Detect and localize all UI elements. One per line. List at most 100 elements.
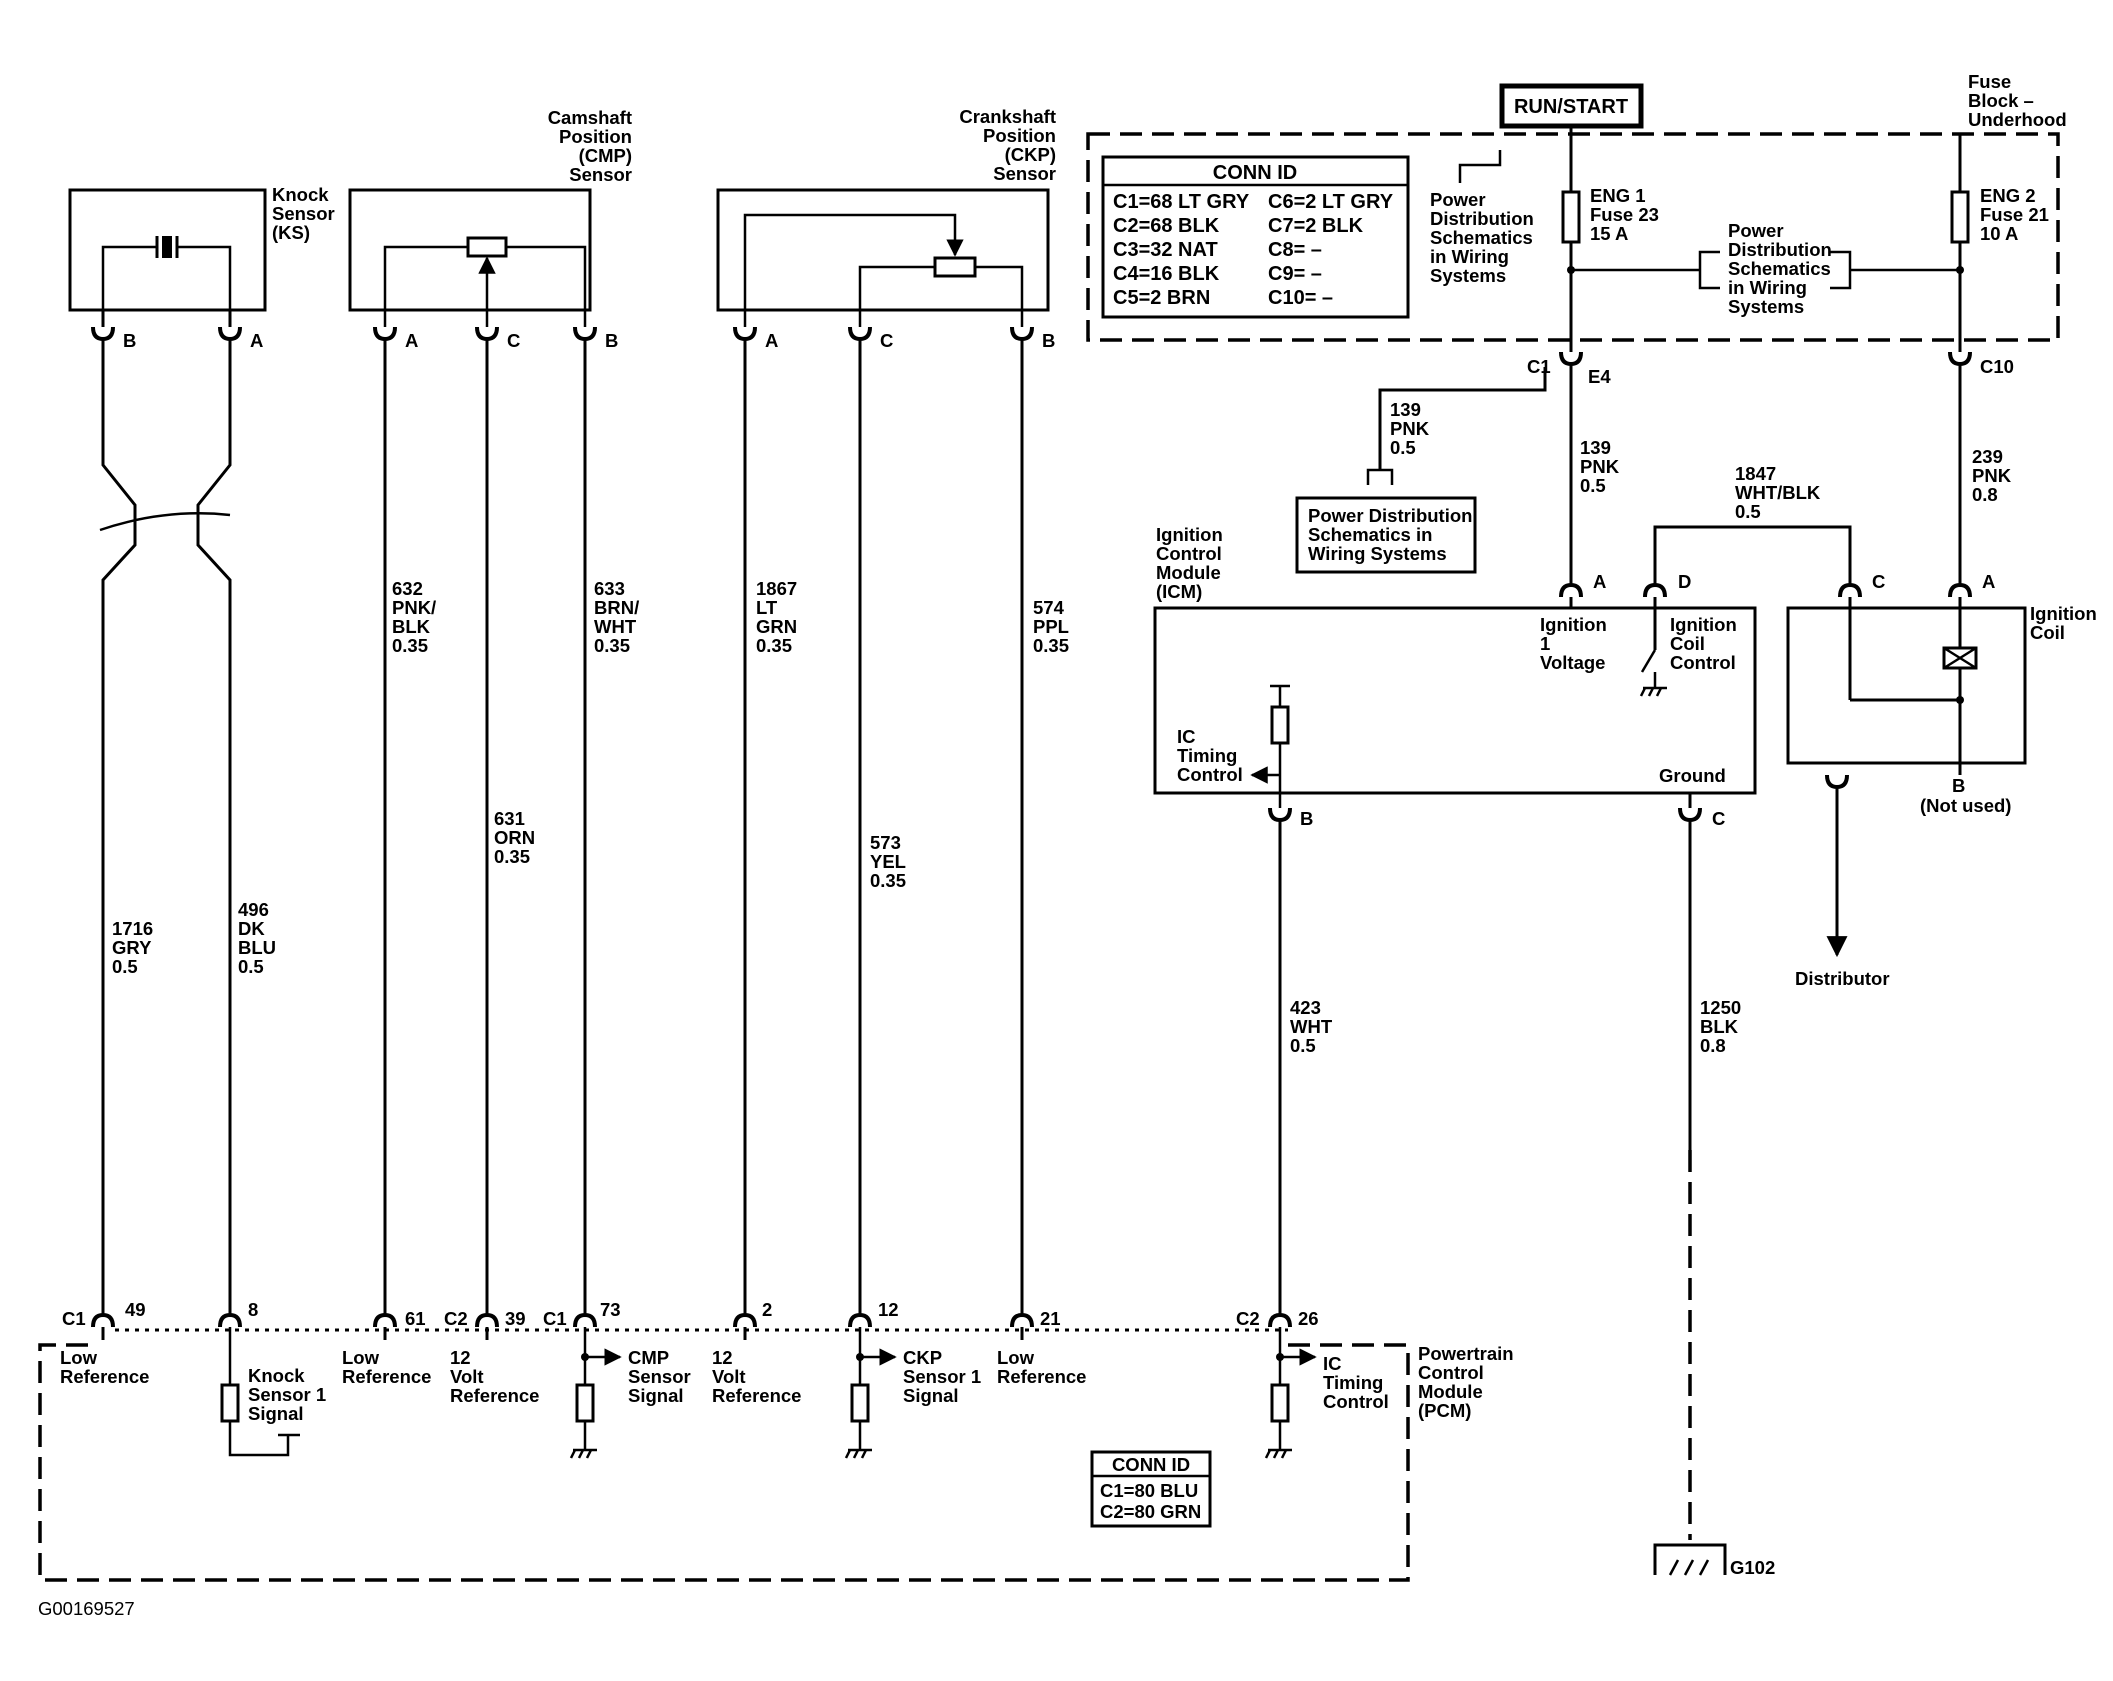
pin-label: 21 xyxy=(1040,1308,1061,1329)
pin-label: C1 xyxy=(62,1308,86,1329)
pin-label: C2 xyxy=(444,1308,468,1329)
wire-label: WHT xyxy=(1290,1016,1333,1037)
icm-text: Control xyxy=(1670,652,1736,673)
wire-label: 1250 xyxy=(1700,997,1741,1018)
sensor-label: (KS) xyxy=(272,222,310,243)
wire-label: 573 xyxy=(870,832,901,853)
wire-label: PNK xyxy=(1390,418,1430,439)
power-dist-text: Schematics in xyxy=(1308,524,1432,545)
conn-id-row: C2=80 GRN xyxy=(1100,1501,1201,1522)
pcm-text: 12 xyxy=(450,1347,471,1368)
icm-text: Coil xyxy=(1670,633,1705,654)
pcm-text: Reference xyxy=(450,1385,539,1406)
conn-id-row: C9= – xyxy=(1268,263,1322,285)
pcm-text: Reference xyxy=(342,1366,431,1387)
ignition-coil: Ignition Coil C A B (Not used) Distribut… xyxy=(1786,571,2097,989)
fuse-label: Fuse 23 xyxy=(1590,204,1659,225)
pcm-text: Low xyxy=(997,1347,1035,1368)
pcm-text: Sensor 1 xyxy=(903,1366,981,1387)
sensor-label: Sensor xyxy=(272,203,335,224)
pin-label: C xyxy=(507,330,520,351)
pin-label: 2 xyxy=(762,1299,772,1320)
pcm-text: Reference xyxy=(60,1366,149,1387)
wire-label: PNK xyxy=(1580,456,1620,477)
wire-label: 632 xyxy=(392,578,423,599)
connector-label: E4 xyxy=(1588,366,1611,387)
wire-label: BLK xyxy=(1700,1016,1739,1037)
pcm-text: Signal xyxy=(903,1385,959,1406)
power-distribution-ref-2: Power Distribution Schematics in Wiring … xyxy=(1698,220,1960,317)
distributor-label: Distributor xyxy=(1795,968,1890,989)
conn-id-row: C3=32 NAT xyxy=(1113,239,1218,261)
wire-label: 496 xyxy=(238,899,269,920)
pin-label: 73 xyxy=(600,1299,621,1320)
wire-label: 633 xyxy=(594,578,625,599)
sensor-wires: 1716 GRY 0.5 496 DK BLU 0.5 632 PNK/ BLK… xyxy=(99,339,1741,1540)
pcm-label: Control xyxy=(1418,1362,1484,1383)
pin-label: C2 xyxy=(1236,1308,1260,1329)
wire-label: YEL xyxy=(870,851,906,872)
wire-label: 1847 xyxy=(1735,463,1776,484)
fuse-label: ENG 1 xyxy=(1590,185,1646,206)
power-dist-text: Power xyxy=(1430,189,1486,210)
run-start-box: RUN/START xyxy=(1499,83,1644,129)
figure-id: G00169527 xyxy=(38,1598,135,1619)
icm-text: Control xyxy=(1177,764,1243,785)
conn-id-bottom-title: CONN ID xyxy=(1112,1454,1190,1475)
pcm-text: Volt xyxy=(450,1366,484,1387)
wire-label: GRY xyxy=(112,937,152,958)
wire-label: 0.35 xyxy=(594,635,630,656)
wire-label: 0.35 xyxy=(756,635,792,656)
wire-label: 631 xyxy=(494,808,525,829)
wire-label: 423 xyxy=(1290,997,1321,1018)
pin-label: A xyxy=(405,330,418,351)
fuse-block-label-2: Block – xyxy=(1968,90,2034,111)
run-start-label: RUN/START xyxy=(1514,96,1628,118)
wire-label: 0.35 xyxy=(392,635,428,656)
wire-239: 239 PNK 0.8 xyxy=(1958,364,2012,585)
fuse-block-underhood: Fuse Block – Underhood xyxy=(1086,71,2067,342)
icm-text: Voltage xyxy=(1540,652,1605,673)
conn-id-row: C6=2 LT GRY xyxy=(1268,191,1394,213)
pin-label: B xyxy=(1952,775,1965,796)
icm-text: Ignition xyxy=(1540,614,1607,635)
wire-label: PPL xyxy=(1033,616,1069,637)
wire-139-branch: 139 PNK 0.5 Power Distribution Schematic… xyxy=(1295,364,1573,585)
wire-label: BRN/ xyxy=(594,597,639,618)
connector-label: C1 xyxy=(1527,356,1551,377)
power-dist-text: Systems xyxy=(1430,265,1506,286)
wire-label: 0.5 xyxy=(1290,1035,1316,1056)
coil-label: Ignition xyxy=(2030,603,2097,624)
pcm-text: Reference xyxy=(997,1366,1086,1387)
pcm-text: Signal xyxy=(248,1403,304,1424)
wire-label: 1716 xyxy=(112,918,153,939)
icm-text: Timing xyxy=(1177,745,1237,766)
sensor-label: Knock xyxy=(272,184,329,205)
icm-label: (ICM) xyxy=(1156,581,1202,602)
pcm-text: Timing xyxy=(1323,1372,1383,1393)
pcm-text: CKP xyxy=(903,1347,942,1368)
connector-label: C10 xyxy=(1980,356,2014,377)
wire-label: BLK xyxy=(392,616,431,637)
power-dist-text: in Wiring xyxy=(1728,277,1807,298)
power-dist-text: Systems xyxy=(1728,296,1804,317)
pin-label: C xyxy=(1872,571,1885,592)
crankshaft-position-sensor: Crankshaft Position (CKP) Sensor A C B xyxy=(716,106,1056,351)
pin-label: 61 xyxy=(405,1308,426,1329)
fuse-label: ENG 2 xyxy=(1980,185,2036,206)
wire-label: 0.8 xyxy=(1972,484,1998,505)
pcm-text: Signal xyxy=(628,1385,684,1406)
wire-label: 574 xyxy=(1033,597,1065,618)
conn-id-row: C4=16 BLK xyxy=(1113,263,1220,285)
pcm-text: IC xyxy=(1323,1353,1342,1374)
icm-text: Ground xyxy=(1659,765,1726,786)
sensor-label: Crankshaft xyxy=(959,106,1056,127)
pcm-text: Sensor 1 xyxy=(248,1384,326,1405)
pin-label: 8 xyxy=(248,1299,258,1320)
pin-label: C1 xyxy=(543,1308,567,1329)
power-dist-text: Power xyxy=(1728,220,1784,241)
fuse-block-label-3: Underhood xyxy=(1968,109,2067,130)
pin-label: B xyxy=(1042,330,1055,351)
pin-label: C xyxy=(1712,808,1725,829)
conn-id-top-title: CONN ID xyxy=(1213,162,1297,184)
